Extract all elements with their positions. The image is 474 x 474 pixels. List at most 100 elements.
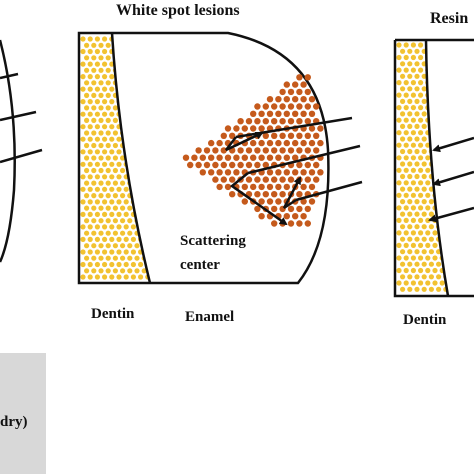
dentin-dot [87,161,93,167]
dentin-dot [400,86,406,92]
lesion-dot [233,169,240,176]
dentin-dot [98,218,104,224]
dentin-dot [407,236,413,242]
lesion-dot [258,139,265,147]
dentin-dot [80,61,86,67]
lesion-dot [266,183,274,191]
dentin-dot [105,255,111,261]
dentin-dot [396,180,402,186]
dentin-dot [102,186,108,192]
dentin-dot [94,274,100,280]
dentin-dot [421,274,427,280]
dentin-dot [407,86,413,92]
dentin-dot [400,274,406,280]
dentin-dot [84,142,90,149]
dentin-dot [87,149,93,155]
dentin-dot [446,217,448,223]
lesion-dot [254,103,261,110]
dentin-dot [105,230,111,236]
dentin-dot [418,280,424,286]
lesion-dot [212,176,219,183]
dentin-dot [396,255,402,261]
dentin-dot [403,117,409,123]
dentin-dot [396,67,402,73]
lesion-dot [296,74,303,81]
dentin-dot [109,174,115,180]
dentin-dot [407,161,413,167]
dentin-dot [436,274,442,280]
dentin-dot [436,186,442,192]
dentin-dot [109,199,115,205]
dentin-dot [439,42,445,48]
dentin-dot [421,123,427,129]
lesion-dot [245,161,253,169]
dentin-dot [421,98,427,104]
dentin-dot [87,199,93,205]
dentin-dot [91,243,97,249]
dentin-dot [410,80,416,86]
dentin-dot [84,155,90,161]
lesion-dot [275,96,282,103]
dentin-dot [421,249,427,255]
dentin-dot [80,136,86,142]
dentin-dot [443,73,448,79]
lesion-dots [182,74,324,227]
lesion-dot [275,183,282,191]
dentin-dot [425,167,431,173]
lesion-dot [313,132,320,139]
lesion-dot [271,132,278,139]
lesion-dot [224,183,232,191]
dentin-dot [80,211,86,217]
dentin-dot [80,111,86,117]
dentin-dot [87,74,93,80]
dentin-dot [87,124,93,130]
dentin-dot [94,161,100,167]
dentin-dot [428,224,434,230]
dentin-label-middle: Dentin [91,306,135,322]
dentin-dot [421,86,427,92]
lesion-dot [279,88,286,96]
dentin-dot [410,42,416,48]
dentin-dot [102,74,108,80]
dentin-dot [98,193,104,199]
dentin-dot [443,98,448,105]
dentin-dot [84,243,90,249]
center-label: center [180,257,220,273]
dentin-dot [418,217,424,223]
dentin-dot [116,136,122,142]
dentin-dot [421,148,427,155]
dentin-dot [407,123,413,129]
dentin-dot [112,105,118,111]
dentin-dot [443,224,448,230]
lesion-dot [203,161,211,169]
dentin-dot [418,180,424,186]
lesion-dot [262,176,269,183]
dentin-dot [410,54,416,61]
dentin-dot [116,211,122,217]
dentin-dot [421,136,427,142]
lesion-dot [241,198,248,205]
lesion-dot [271,118,278,125]
dentin-dot [418,142,424,148]
dentin-dot [84,205,90,211]
lesion-dot [266,154,274,161]
dentin-dot [87,211,93,217]
dentin-dot [439,167,445,173]
dentin-dot [403,67,409,73]
dentin-dot [396,54,402,61]
lesion-dot [237,118,244,125]
lesion-dot [292,139,299,147]
lesion-dot [279,118,286,125]
dentin-dot [109,236,115,242]
dentin-dot [109,211,115,217]
dentin-dot [105,180,111,186]
dentin-dot [109,261,115,268]
dentin-dot [421,111,427,117]
dentin-dot [105,80,111,86]
lesion-dot [258,183,265,191]
dentin-dot [421,161,427,167]
lesion-dot [258,213,265,220]
dentin-dot [112,167,118,174]
dentin-dot [98,230,104,236]
dentin-dot [120,167,126,174]
